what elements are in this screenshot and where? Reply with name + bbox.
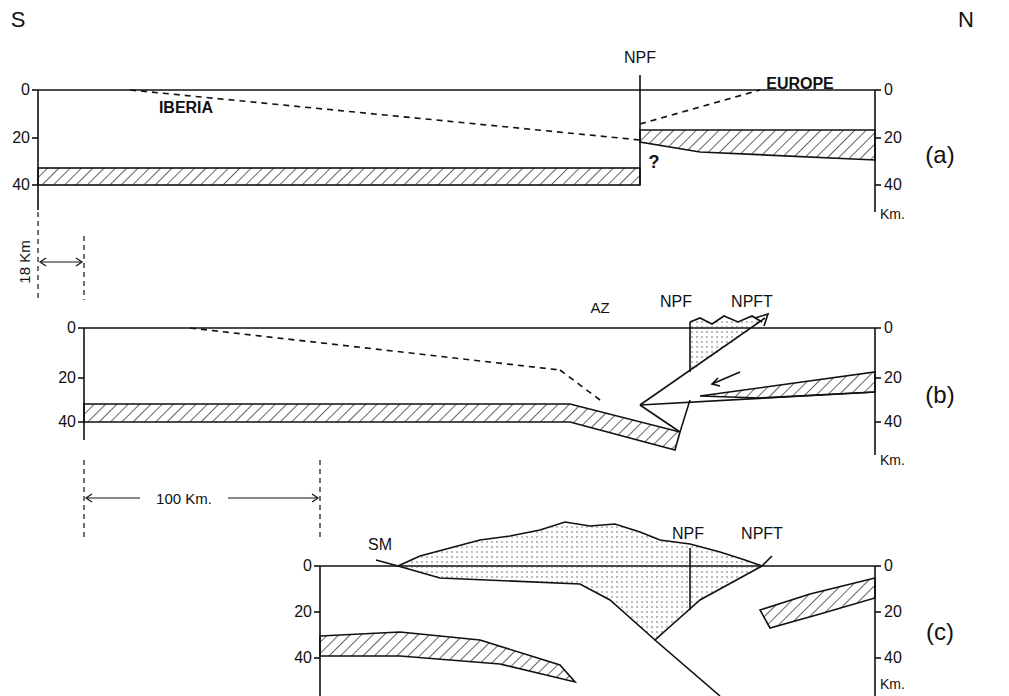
plate-label: EUROPE bbox=[766, 76, 834, 92]
unit-label: Km. bbox=[880, 207, 905, 221]
depth-tick: 40 bbox=[884, 414, 902, 430]
thrust-label: NPFT bbox=[731, 294, 773, 310]
depth-tick: 40 bbox=[58, 414, 76, 430]
compass-label: S bbox=[11, 9, 26, 31]
plate-label: IBERIA bbox=[159, 100, 213, 116]
compass-label: N bbox=[958, 9, 974, 31]
depth-tick: 40 bbox=[12, 177, 30, 193]
fault-label: NPF bbox=[672, 526, 704, 542]
depth-tick: 0 bbox=[884, 558, 893, 574]
panel-label: (a) bbox=[925, 143, 954, 167]
depth-tick: 0 bbox=[884, 320, 893, 336]
depth-tick: 20 bbox=[884, 370, 902, 386]
depth-tick: 0 bbox=[21, 82, 30, 98]
depth-tick: 40 bbox=[884, 650, 902, 666]
depth-tick: 20 bbox=[58, 370, 76, 386]
panel-label: (b) bbox=[925, 383, 954, 407]
depth-tick: 20 bbox=[294, 604, 312, 620]
depth-tick: 0 bbox=[67, 320, 76, 336]
depth-tick: 40 bbox=[884, 177, 902, 193]
depth-tick: 20 bbox=[884, 604, 902, 620]
panel-label: (c) bbox=[926, 620, 954, 644]
depth-tick: 40 bbox=[294, 650, 312, 666]
fault-label: NPF bbox=[624, 50, 656, 66]
thrust-label: SM bbox=[368, 537, 392, 553]
depth-tick: 0 bbox=[303, 558, 312, 574]
depth-tick: 20 bbox=[884, 130, 902, 146]
dimension-label: 100 Km. bbox=[156, 491, 212, 506]
unit-label: Km. bbox=[880, 677, 905, 691]
thrust-label: NPFT bbox=[741, 526, 783, 542]
zone-label: AZ bbox=[590, 300, 609, 315]
depth-tick: 0 bbox=[884, 82, 893, 98]
fault-label: NPF bbox=[660, 294, 692, 310]
dimension-label: 18 Km bbox=[17, 240, 32, 283]
depth-tick: 20 bbox=[12, 130, 30, 146]
question-mark: ? bbox=[649, 153, 660, 171]
unit-label: Km. bbox=[880, 453, 905, 467]
